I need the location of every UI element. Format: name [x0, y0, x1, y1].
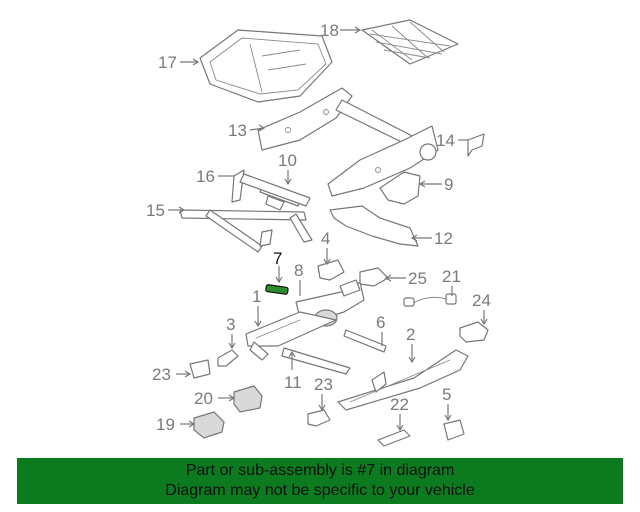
part-15-16-tube-frame — [179, 169, 313, 253]
callout-1: 1 — [252, 287, 261, 306]
callout-16: 16 — [196, 167, 215, 186]
callout-8: 8 — [294, 261, 303, 280]
callout-23-left: 23 — [152, 365, 171, 384]
part-4-bracket — [317, 259, 345, 281]
leader-lines — [168, 26, 488, 432]
callout-13: 13 — [228, 121, 247, 140]
callout-17: 17 — [158, 53, 177, 72]
callout-25: 25 — [408, 269, 427, 288]
callout-24: 24 — [472, 291, 491, 310]
info-banner: Part or sub-assembly is #7 in diagram Di… — [17, 458, 623, 504]
callout-22: 22 — [390, 395, 409, 414]
callout-14: 14 — [436, 131, 455, 150]
banner-line-2: Diagram may not be specific to your vehi… — [165, 482, 475, 499]
callout-21: 21 — [442, 267, 461, 286]
part-21-sensor — [403, 293, 457, 307]
part-18-spring-mat — [361, 19, 459, 65]
part-22-strip — [377, 429, 411, 447]
part-12-cover — [329, 205, 419, 247]
banner-line-1: Part or sub-assembly is #7 in diagram — [185, 462, 455, 479]
part-23-clip-right — [307, 409, 331, 427]
callout-7-highlighted: 7 — [273, 249, 282, 268]
part-2-rail — [337, 349, 469, 411]
part-11-strip — [281, 347, 351, 375]
callout-12: 12 — [434, 229, 453, 248]
part-19-block — [193, 411, 225, 439]
part-3-clip — [217, 349, 239, 367]
part-1-rail — [245, 311, 337, 361]
callout-15: 15 — [146, 201, 165, 220]
callout-2: 2 — [406, 325, 415, 344]
callout-23-right: 23 — [314, 375, 333, 394]
part-17-seat-cushion — [199, 29, 333, 103]
callout-18: 18 — [320, 21, 339, 40]
part-20-block — [233, 385, 263, 413]
callout-3: 3 — [226, 315, 235, 334]
callout-19: 19 — [156, 415, 175, 434]
parts-diagram: 17 18 13 14 16 10 9 15 12 7 4 8 25 21 24… — [146, 19, 491, 447]
callout-10: 10 — [278, 151, 297, 170]
part-5-bracket — [443, 419, 465, 441]
callout-6: 6 — [376, 313, 385, 332]
part-9-motor — [379, 171, 421, 205]
callout-11: 11 — [284, 373, 302, 392]
part-13-seat-frame — [257, 87, 439, 197]
callout-4: 4 — [321, 229, 330, 248]
callout-numbers: 17 18 13 14 16 10 9 15 12 7 4 8 25 21 24… — [146, 21, 491, 434]
part-23-clip-left — [189, 359, 211, 379]
part-6-rod — [343, 329, 387, 353]
callout-5: 5 — [442, 385, 451, 404]
callout-20: 20 — [194, 389, 213, 408]
part-7-highlighted — [265, 284, 289, 295]
part-25-bracket — [359, 267, 389, 287]
callout-9: 9 — [444, 175, 453, 194]
part-24-clip — [459, 321, 489, 343]
part-14-bracket — [467, 133, 485, 157]
